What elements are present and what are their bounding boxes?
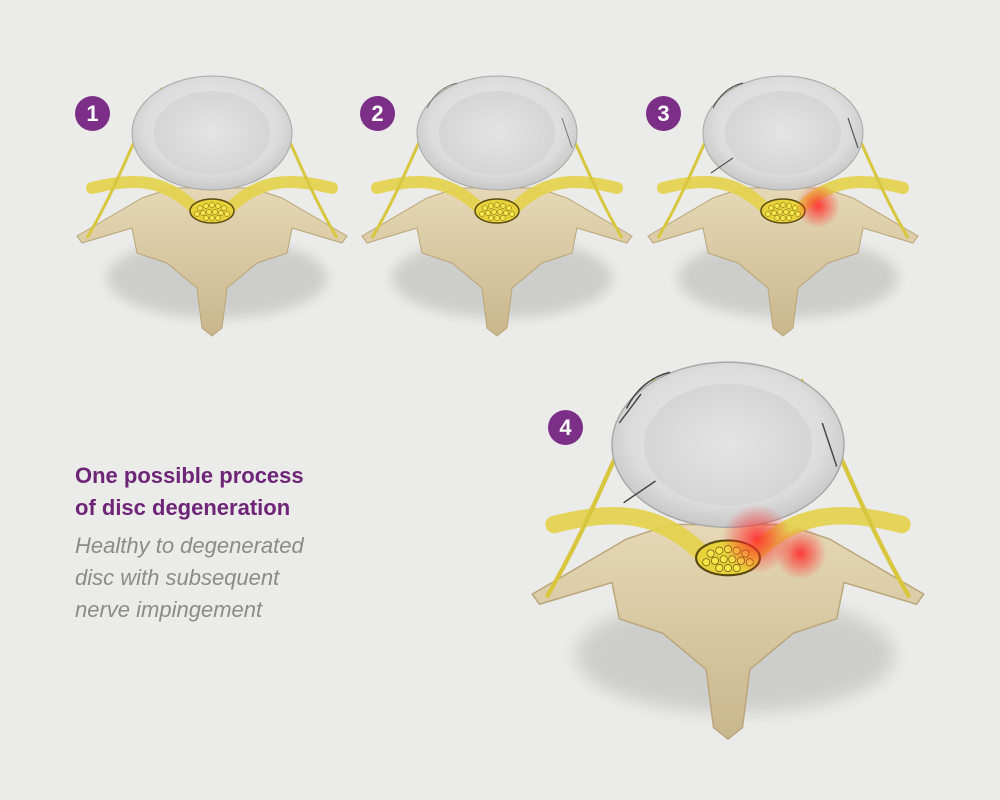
step-badge-2: 2 bbox=[360, 96, 395, 131]
inflammation-glow bbox=[774, 527, 827, 580]
caption-title-line: One possible process bbox=[75, 463, 304, 488]
caption-subtitle-line: nerve impingement bbox=[75, 597, 263, 622]
step-badge-3: 3 bbox=[646, 96, 681, 131]
vertebra-panel-2 bbox=[362, 76, 632, 336]
vertebra-panel-3 bbox=[648, 76, 918, 336]
step-badge-4: 4 bbox=[548, 410, 583, 445]
vertebra-panel-1 bbox=[77, 76, 347, 336]
inflammation-glow bbox=[722, 504, 792, 574]
step-badge-1: 1 bbox=[75, 96, 110, 131]
caption-subtitle: Healthy to degenerated disc with subsequ… bbox=[75, 530, 375, 626]
caption-title-line: of disc degeneration bbox=[75, 495, 291, 520]
vertebra-panel-4 bbox=[532, 362, 924, 739]
caption-subtitle-line: disc with subsequent bbox=[75, 565, 280, 590]
caption-subtitle-line: Healthy to degenerated bbox=[75, 533, 304, 558]
caption-title: One possible process of disc degeneratio… bbox=[75, 460, 375, 524]
inflammation-glow bbox=[796, 184, 840, 228]
